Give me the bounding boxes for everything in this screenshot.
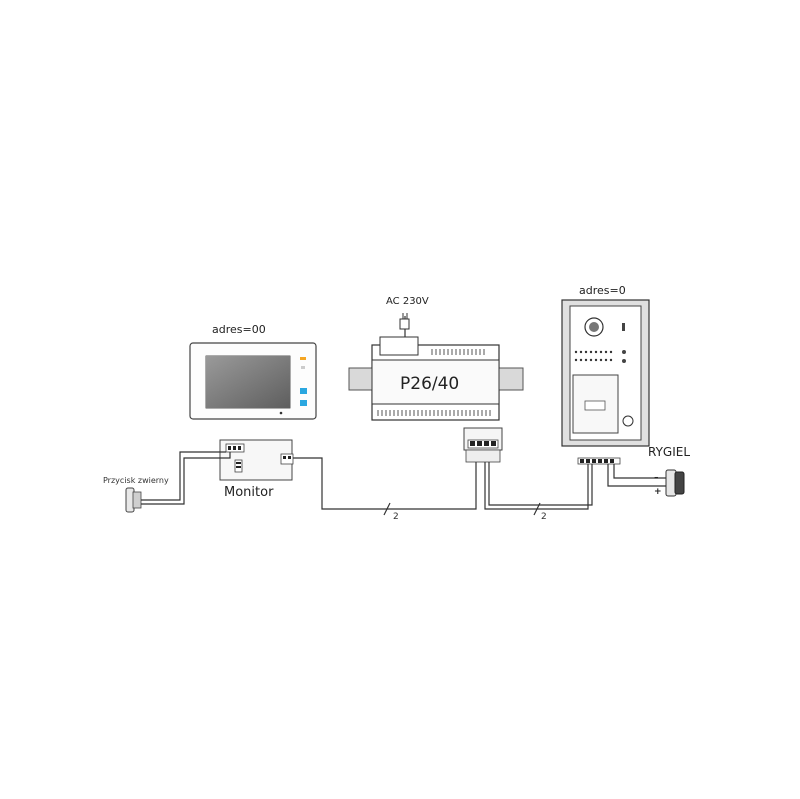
wiring xyxy=(141,451,666,516)
rfid-reader-icon xyxy=(584,400,606,411)
lock-plus-label: + xyxy=(654,487,662,497)
monitor-button-icon xyxy=(300,388,307,394)
lock-minus-label: - xyxy=(654,471,659,484)
monitor-label: Monitor xyxy=(224,485,274,500)
monitor-terminal-box xyxy=(219,439,294,481)
call-button-icon xyxy=(622,415,634,427)
monitor-button-icon xyxy=(300,400,307,406)
power-supply-unit xyxy=(348,313,524,421)
ac-supply-label: AC 230V xyxy=(386,296,429,307)
monitor-address-label: adres=00 xyxy=(212,323,266,336)
speaker-grille xyxy=(574,350,613,362)
indoor-monitor xyxy=(189,342,317,420)
wire-count-right: 2 xyxy=(541,512,547,522)
lock-label: RYGIEL xyxy=(648,445,690,459)
button-label: Przycisk zwierny xyxy=(103,476,169,485)
bus-terminal-block xyxy=(463,427,503,463)
push-button-icon xyxy=(125,487,142,513)
vent-slots-bottom xyxy=(377,410,491,416)
wire-count-left: 2 xyxy=(393,512,399,522)
power-unit-label: P26/40 xyxy=(400,374,459,394)
vent-slots-top xyxy=(431,349,485,355)
electric-lock-icon xyxy=(665,469,685,497)
door-panel xyxy=(561,299,650,465)
ac-plug-icon xyxy=(399,313,410,337)
panel-address-label: adres=0 xyxy=(579,284,626,297)
